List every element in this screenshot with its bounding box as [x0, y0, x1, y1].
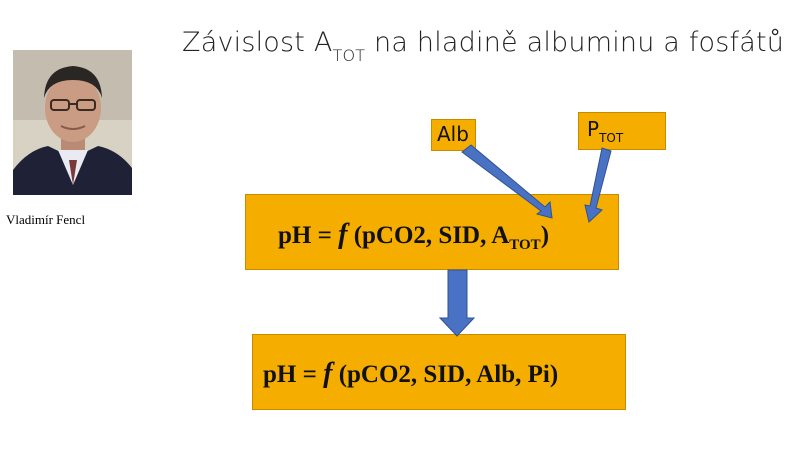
- slide-title: Závislost ATOT na hladině albuminu a fos…: [182, 27, 785, 65]
- equation-bottom-args: (pCO2, SID, Alb, Pi): [332, 361, 559, 388]
- title-subscript: TOT: [332, 46, 366, 65]
- equation-top-box: pH = f (pCO2, SID, ATOT): [245, 194, 619, 270]
- equation-top-args: (pCO2, SID, A: [347, 222, 510, 249]
- equation-bottom-prefix: pH =: [263, 361, 324, 388]
- equation-top-prefix: pH =: [278, 222, 339, 249]
- equation-bottom-function: f: [323, 358, 333, 389]
- equation-top-subscript: TOT: [509, 237, 541, 253]
- ptot-label-subscript: TOT: [599, 131, 624, 145]
- alb-label: Alb: [437, 122, 469, 146]
- alb-label-box: Alb: [431, 119, 476, 151]
- ptot-label-box: PTOT: [578, 112, 666, 150]
- portrait-image: [13, 50, 132, 195]
- title-rest: na hladině albuminu a fosfátů: [365, 27, 785, 58]
- title-main: Závislost A: [182, 27, 333, 58]
- down-arrow: [438, 269, 476, 337]
- portrait-photo: [13, 50, 132, 195]
- photo-caption: Vladimír Fencl: [6, 212, 86, 227]
- equation-top-close: ): [540, 222, 550, 249]
- ptot-label-main: P: [587, 117, 600, 141]
- equation-bottom-box: pH = f (pCO2, SID, Alb, Pi): [252, 334, 626, 410]
- equation-top-function: f: [338, 219, 348, 250]
